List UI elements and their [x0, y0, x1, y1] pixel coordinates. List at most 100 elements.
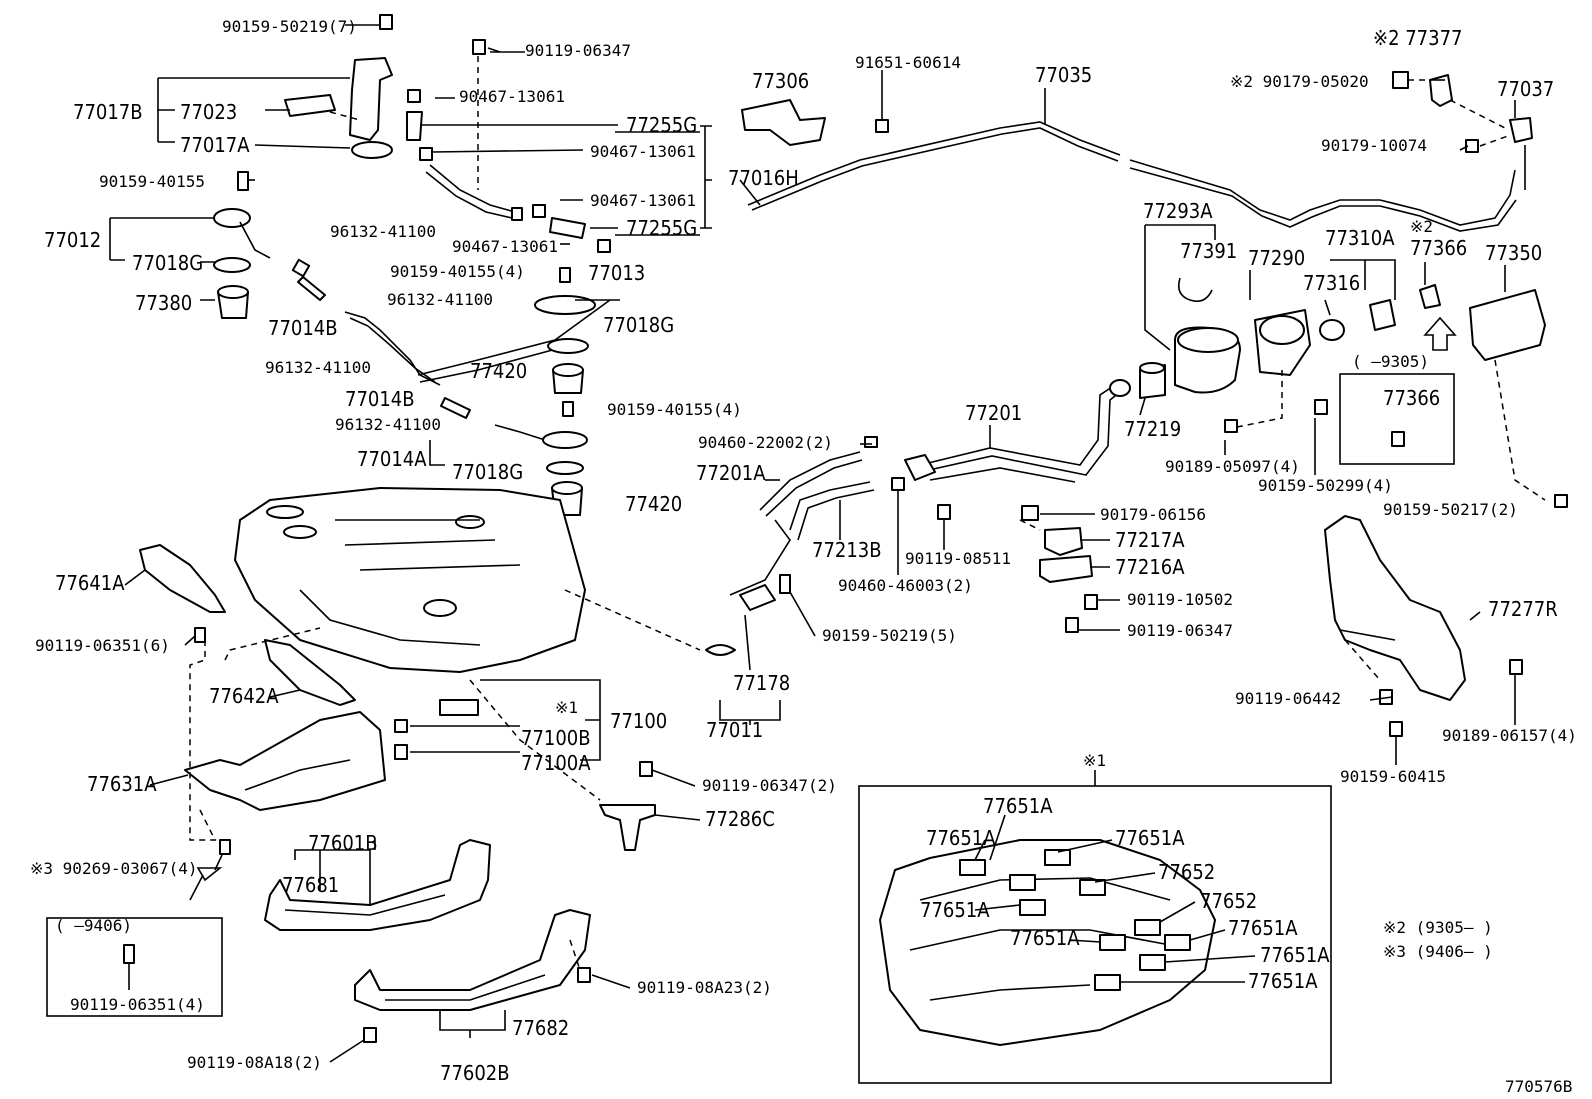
label-90189-05097: 90189-05097(4)	[1165, 457, 1300, 476]
fuel-cap-lock-parts	[1392, 71, 1533, 190]
label-inset-left-range: ( –9406)	[55, 916, 132, 935]
label-90159-50219-5: 90159-50219(5)	[822, 626, 957, 645]
label-77682: 77682	[512, 1016, 569, 1040]
label-77014B-a: 77014B	[268, 316, 338, 340]
inset-left-box	[46, 867, 223, 1017]
label-77420-b: 77420	[625, 492, 682, 516]
label-inset-right-range: ( –9305)	[1352, 352, 1429, 371]
label-77366-b: 77366	[1383, 386, 1440, 410]
label-note3: ※3 (9406– )	[1383, 942, 1493, 961]
label-77366-mark: ※2	[1410, 217, 1433, 236]
label-77642A: 77642A	[209, 684, 279, 708]
tank-protector-plates	[139, 544, 656, 855]
label-77293A: 77293A	[1143, 199, 1213, 223]
label-77286C: 77286C	[705, 807, 775, 831]
label-77290: 77290	[1248, 246, 1305, 270]
label-77018G-b: 77018G	[603, 313, 674, 337]
label-90119-06351-6: 90119-06351(6)	[35, 636, 170, 655]
label-90119-06351-4: 90119-06351(4)	[70, 995, 205, 1014]
label-77017B: 77017B	[73, 100, 143, 124]
label-90467-13061-b: 90467-13061	[590, 142, 696, 161]
label-77213B: 77213B	[812, 538, 882, 562]
filler-pipe-77201	[705, 379, 1131, 725]
label-77023: 77023	[180, 100, 237, 124]
label-90119-08A23: 90119-08A23(2)	[637, 978, 772, 997]
label-77602B: 77602B	[440, 1061, 510, 1085]
fuel-hoses-top	[406, 39, 712, 253]
label-77255G-a: 77255G	[626, 113, 697, 137]
label-77316: 77316	[1303, 271, 1360, 295]
label-90467-13061-a: 90467-13061	[459, 87, 565, 106]
shield-77277R	[1324, 515, 1523, 737]
label-90119-06347-2: 90119-06347(2)	[702, 776, 837, 795]
label-77178: 77178	[733, 671, 790, 695]
label-90179-10074: 90179-10074	[1321, 136, 1427, 155]
part-labels: 90159-50219(7) 90119-06347 90467-13061 7…	[30, 17, 1577, 1096]
fuel-tank-77100	[234, 487, 701, 761]
label-77100B: 77100B	[521, 726, 591, 750]
label-90159-50217: 90159-50217(2)	[1383, 500, 1518, 519]
label-90269-03067: ※3 90269-03067(4)	[30, 859, 198, 878]
fuel-pipe-77035	[741, 70, 1517, 232]
label-91651-60614: 91651-60614	[855, 53, 961, 72]
label-77366-a: 77366	[1410, 236, 1467, 260]
label-90159-40155-4b: 90159-40155(4)	[607, 400, 742, 419]
label-77391: 77391	[1180, 239, 1237, 263]
label-77037: 77037	[1497, 77, 1554, 101]
label-77018G-c: 77018G	[452, 460, 523, 484]
label-77012: 77012	[44, 228, 101, 252]
label-90119-08A18: 90119-08A18(2)	[187, 1053, 322, 1072]
label-90189-06157: 90189-06157(4)	[1442, 726, 1577, 745]
label-90467-13061-d: 90467-13061	[452, 237, 558, 256]
label-77377: ※2 77377	[1373, 26, 1462, 50]
label-96132-41100-c: 96132-41100	[265, 358, 371, 377]
label-77201A: 77201A	[696, 461, 766, 485]
label-90119-06347-top: 90119-06347	[525, 41, 631, 60]
leader-lines	[124, 47, 1516, 1063]
label-77217A: 77217A	[1115, 528, 1185, 552]
label-77651A-6: 77651A	[1228, 916, 1298, 940]
label-77380: 77380	[135, 291, 192, 315]
inset-tank-pads-box	[858, 770, 1332, 1084]
label-77016H: 77016H	[728, 166, 799, 190]
label-77216A: 77216A	[1115, 555, 1185, 579]
label-90460-22002: 90460-22002(2)	[698, 433, 833, 452]
label-77651A-5: 77651A	[1010, 926, 1080, 950]
label-77651A-1: 77651A	[983, 794, 1053, 818]
label-77201: 77201	[965, 401, 1022, 425]
fuel-hoses-left	[291, 258, 611, 516]
label-90159-50299: 90159-50299(4)	[1258, 476, 1393, 495]
label-90159-60415: 90159-60415	[1340, 767, 1446, 786]
label-77651A-8: 77651A	[1248, 969, 1318, 993]
label-77420-a: 77420	[470, 359, 527, 383]
label-77631A: 77631A	[87, 772, 157, 796]
label-90159-50219-7: 90159-50219(7)	[222, 17, 357, 36]
label-77651A-3: 77651A	[1115, 826, 1185, 850]
bracket-77216A-group	[1019, 505, 1098, 633]
fuel-sender-right	[534, 267, 620, 417]
label-77652-2: 77652	[1200, 889, 1257, 913]
label-77306: 77306	[752, 69, 809, 93]
label-77277R: 77277R	[1488, 597, 1558, 621]
label-90119-10502: 90119-10502	[1127, 590, 1233, 609]
label-90159-40155: 90159-40155	[99, 172, 205, 191]
label-77652-1: 77652	[1158, 860, 1215, 884]
label-90460-46003: 90460-46003(2)	[838, 576, 973, 595]
label-77011: 77011	[706, 718, 763, 742]
label-90179-05020: ※2 90179-05020	[1230, 72, 1369, 91]
label-mark1-inset: ※1	[1083, 751, 1106, 770]
label-77018G-a: 77018G	[132, 251, 203, 275]
label-90159-40155-4a: 90159-40155(4)	[390, 262, 525, 281]
label-77014B-b: 77014B	[345, 387, 415, 411]
label-96132-41100-d: 96132-41100	[335, 415, 441, 434]
label-96132-41100-b: 96132-41100	[387, 290, 493, 309]
label-90179-06156: 90179-06156	[1100, 505, 1206, 524]
label-90119-08511: 90119-08511	[905, 549, 1011, 568]
label-77651A-2: 77651A	[926, 826, 996, 850]
label-mark1-tank: ※1	[555, 698, 578, 717]
label-77035: 77035	[1035, 63, 1092, 87]
label-77651A-7: 77651A	[1260, 943, 1330, 967]
label-77219: 77219	[1124, 417, 1181, 441]
label-77100A: 77100A	[521, 751, 591, 775]
